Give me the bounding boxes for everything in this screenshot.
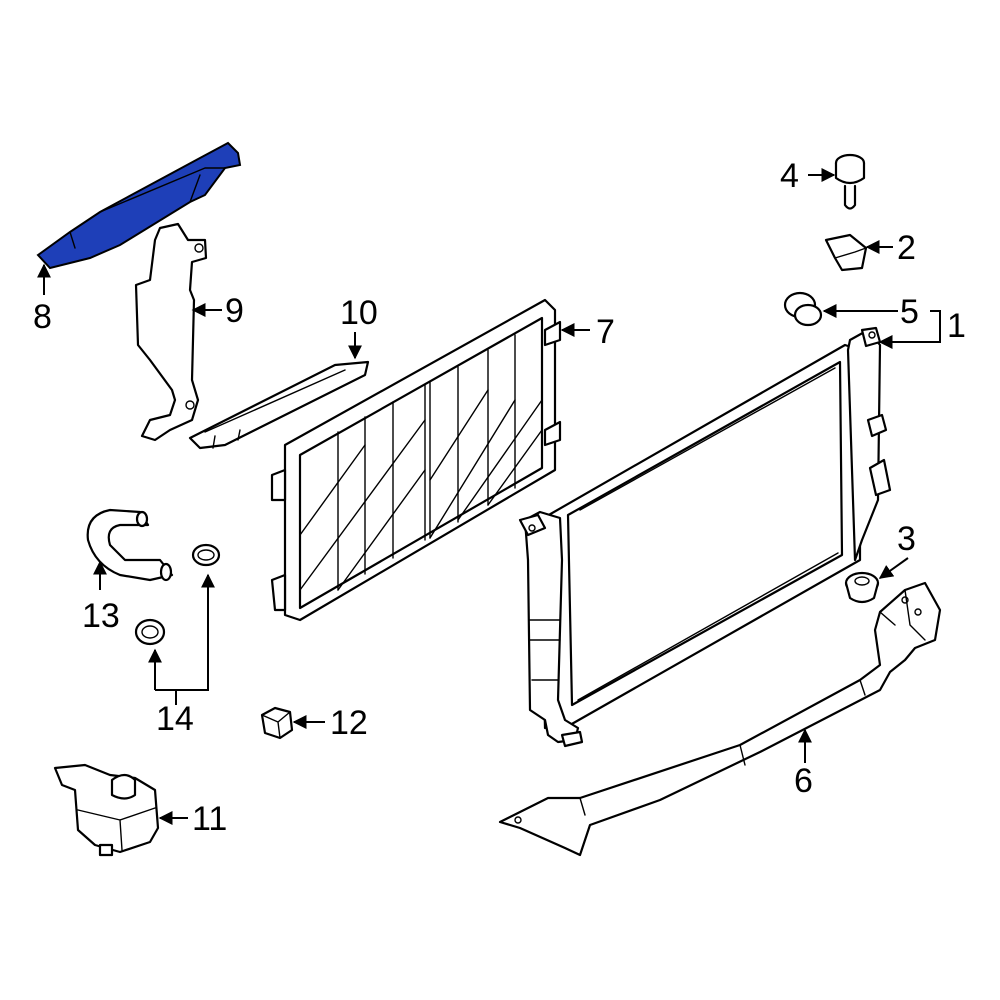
callout-10: 10 [340, 294, 378, 332]
part-13-hose[interactable] [86, 508, 174, 582]
callout-6: 6 [794, 762, 813, 800]
callout-2: 2 [897, 229, 916, 267]
part-10-upper-seal[interactable] [188, 360, 370, 450]
callout-12: 12 [330, 704, 368, 742]
part-5-isolator[interactable] [783, 291, 823, 327]
part-11-coolant-reservoir[interactable] [53, 763, 160, 857]
callout-7: 7 [596, 313, 615, 351]
callout-3: 3 [897, 520, 916, 558]
callout-13: 13 [82, 597, 120, 635]
part-9-side-seal[interactable] [134, 222, 208, 442]
callout-1: 1 [947, 307, 966, 345]
part-2-clip[interactable] [824, 233, 868, 272]
callout-11: 11 [192, 800, 227, 838]
part-7-condenser[interactable] [270, 298, 562, 622]
callout-9: 9 [225, 292, 244, 330]
part-14-clamps[interactable] [134, 543, 221, 646]
part-1-radiator[interactable] [518, 326, 892, 748]
part-12-cap[interactable] [260, 706, 294, 740]
callout-5: 5 [900, 293, 919, 331]
part-6-lower-support[interactable] [498, 581, 942, 857]
leader-lines [37, 168, 941, 825]
callout-8: 8 [33, 298, 52, 336]
callout-4: 4 [780, 157, 799, 195]
part-8-air-deflector[interactable] [36, 141, 242, 270]
part-4-pin[interactable] [834, 153, 866, 210]
part-3-lower-isolator[interactable] [844, 571, 880, 604]
callout-14: 14 [156, 700, 194, 738]
